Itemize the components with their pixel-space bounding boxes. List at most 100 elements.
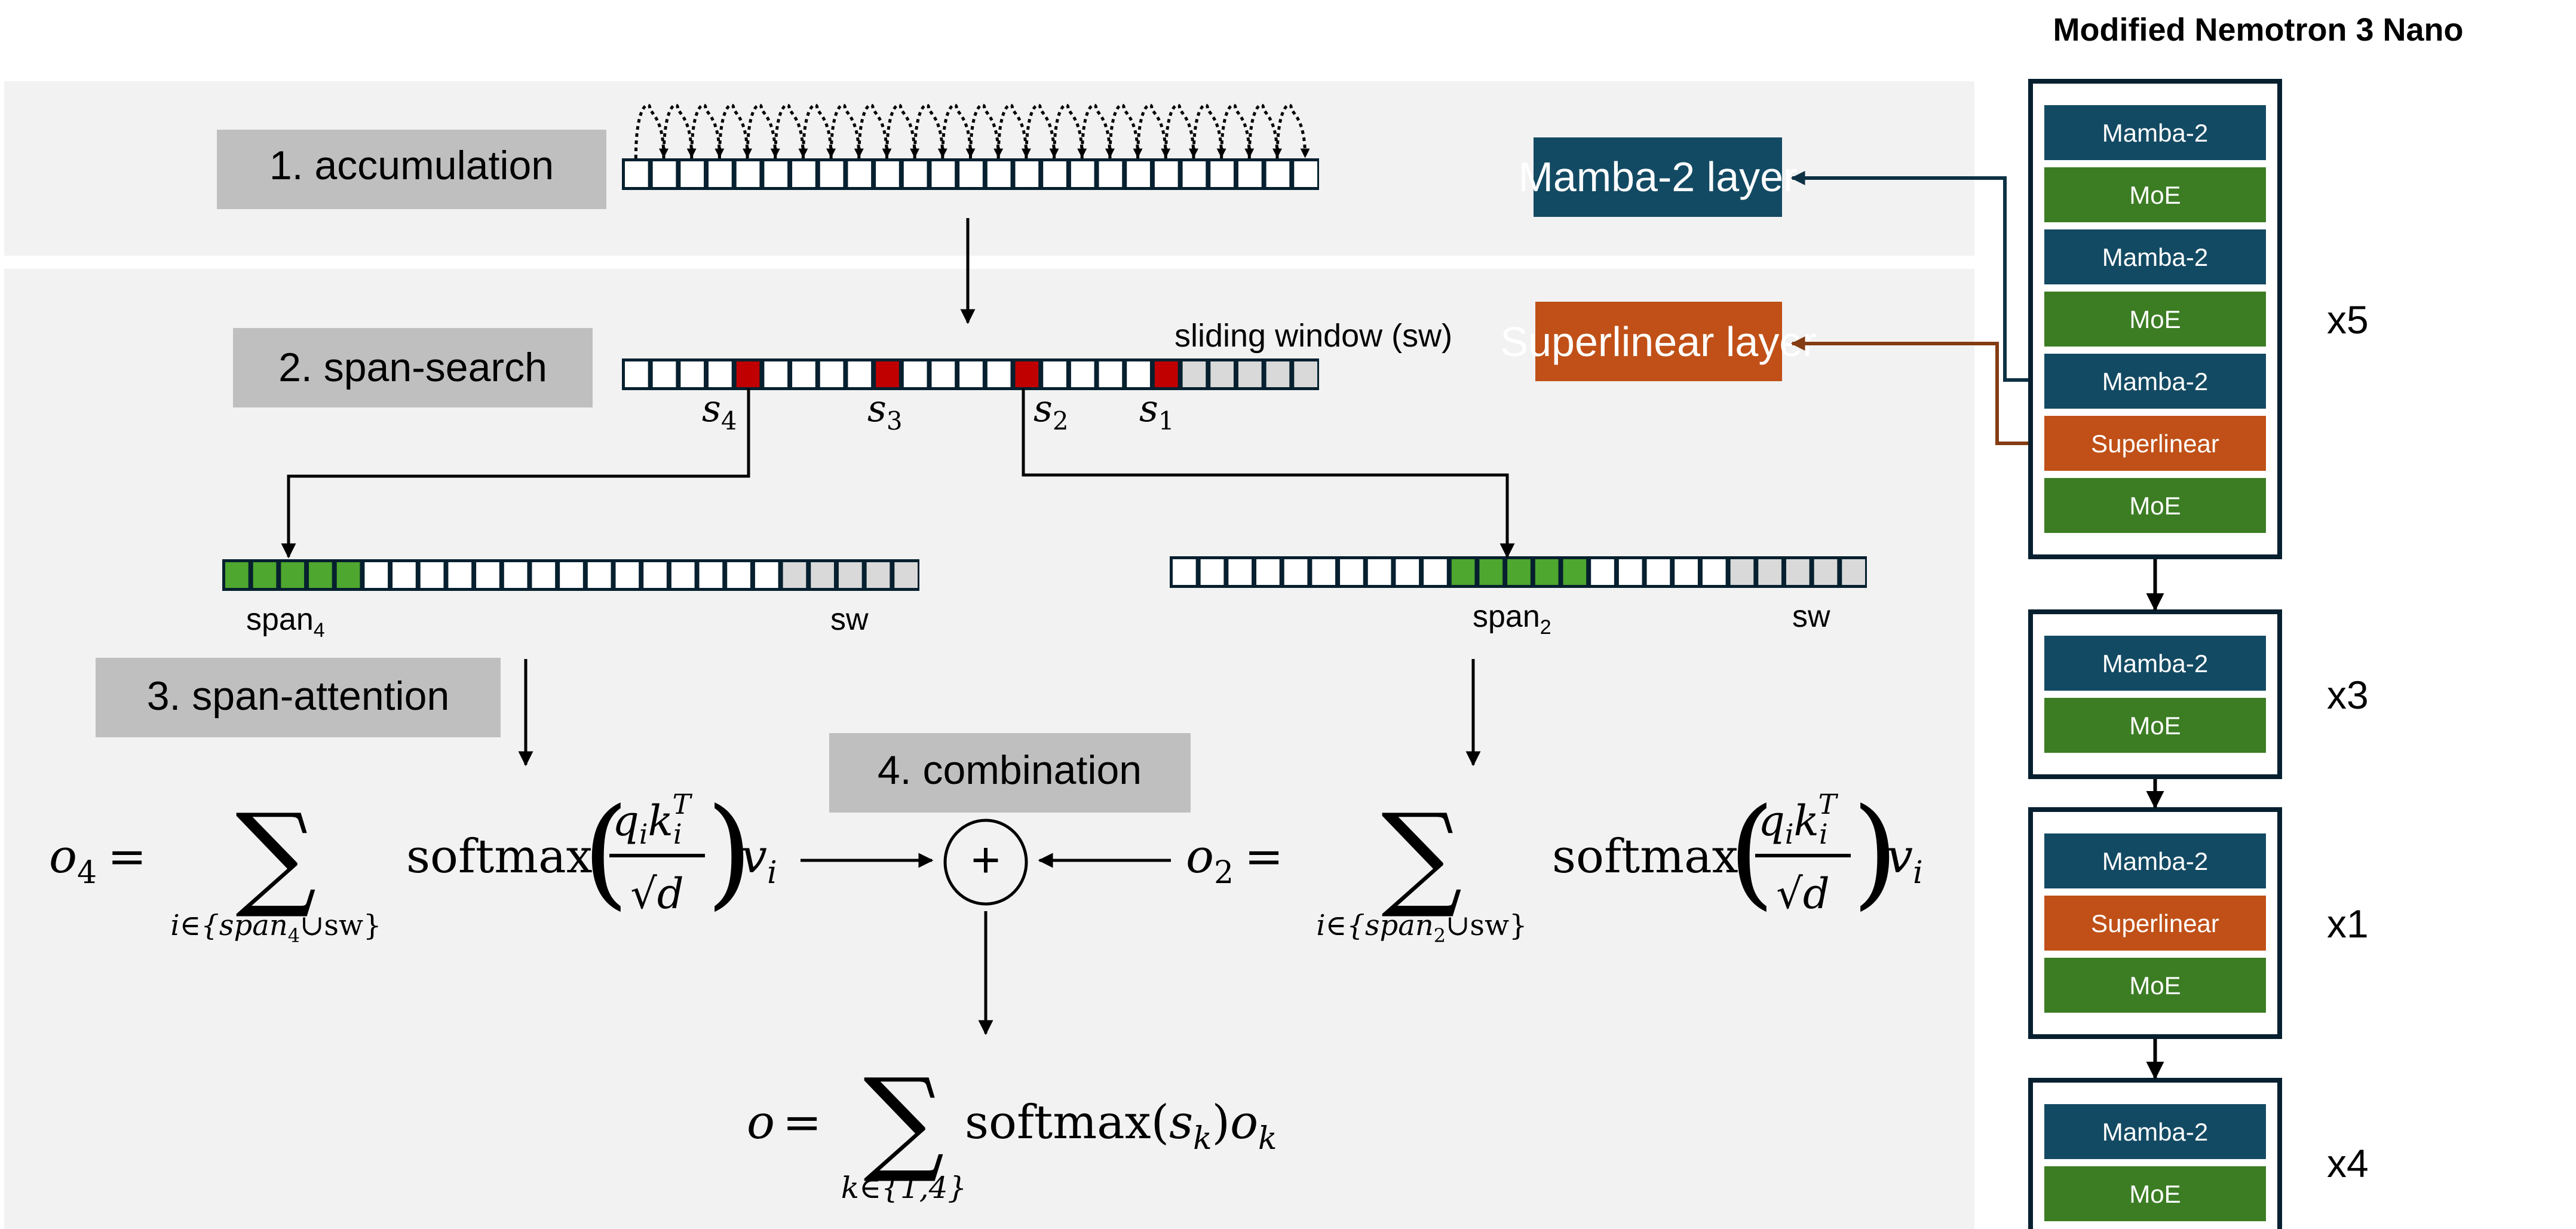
span-search-cell — [709, 361, 732, 387]
architecture-block: Mamba-2MoEMamba-2MoEMamba-2SuperlinearMo… — [2028, 79, 2369, 559]
layer-box — [2044, 958, 2266, 1013]
span2-span-label: span2 — [1473, 599, 1551, 639]
layer-mamba-2: Mamba-2 — [2044, 105, 2266, 160]
accumulation-cell — [876, 161, 899, 187]
layer-box — [2044, 833, 2266, 888]
span2-cell — [1618, 559, 1642, 585]
span2-cell — [1535, 559, 1559, 585]
final-sum-index: k∈{1,4} — [841, 1170, 967, 1205]
span4-cell — [560, 562, 583, 588]
span2-cell — [1312, 559, 1336, 585]
step-span-search: 2. span-search — [233, 328, 593, 407]
span-search-cell — [736, 361, 760, 387]
span2-cell — [1786, 559, 1810, 585]
layer-mamba-2: Mamba-2 — [2044, 636, 2266, 691]
span-search-cell — [625, 361, 648, 387]
span4-cell — [755, 562, 778, 588]
recurrent-arrow — [690, 103, 725, 159]
layer-mamba-2: Mamba-2 — [2044, 1104, 2266, 1159]
span4-cell — [532, 562, 556, 588]
o4-value: vi — [741, 830, 777, 891]
recurrent-arrow — [717, 103, 753, 159]
span-search-cell — [987, 361, 1011, 387]
score-label-s1: s1 — [1139, 387, 1174, 436]
layer-label: Mamba-2 — [2102, 119, 2208, 147]
recurrent-arrow — [1136, 103, 1171, 159]
connector-superlinear — [1790, 336, 2055, 445]
step-span-search-bg — [233, 328, 593, 407]
accumulation-cell — [1182, 161, 1206, 187]
span2-cell — [1702, 559, 1726, 585]
recurrent-arrow — [1164, 103, 1198, 159]
span2-cell — [1842, 559, 1865, 585]
recurrent-arrow — [829, 103, 864, 159]
o2-value: vi — [1887, 830, 1923, 891]
layer-mamba-2: Mamba-2 — [2044, 833, 2266, 888]
span-search-cell — [792, 361, 815, 387]
final-lhs: o — [747, 1096, 775, 1150]
span4-cell — [225, 562, 249, 588]
layer-box — [2044, 292, 2266, 347]
o4-numerator: qikiT — [612, 788, 693, 850]
layer-box — [2044, 896, 2266, 951]
final-sum-symbol: ∑ — [863, 1054, 944, 1186]
step-accumulation: 1. accumulation — [217, 130, 606, 209]
recurrent-arrow — [996, 103, 1031, 159]
o4-equals: = — [108, 830, 146, 884]
span-search-cell — [1238, 361, 1262, 387]
span4-cell — [699, 562, 723, 588]
recurrent-arrow — [1108, 103, 1143, 159]
legend-mamba-layer: Mamba-2 layer — [1519, 137, 1797, 217]
step-accumulation-bg — [217, 130, 606, 209]
span4-cell — [866, 562, 890, 588]
o2-paren-close: ) — [1852, 783, 1899, 922]
span-search-cell — [903, 361, 927, 387]
span4-cell — [811, 562, 834, 588]
accumulation-cell — [1238, 161, 1262, 187]
span2-cell — [1451, 559, 1475, 585]
recurrent-arrow — [941, 103, 976, 159]
equation-o2: o2 = ∑ i∈{span2∪sw} softmax ( qikiT √d )… — [1186, 783, 1923, 947]
span2-cell — [1758, 559, 1781, 585]
step-combination-bg — [829, 733, 1191, 813]
span-search-cell — [1182, 361, 1206, 387]
recurrent-arrow — [969, 103, 1004, 159]
span-search-cell — [1266, 361, 1290, 387]
span4-cell — [894, 562, 918, 588]
span2-cell — [1730, 559, 1754, 585]
layer-moe: MoE — [2044, 698, 2266, 753]
span2-cell — [1814, 559, 1838, 585]
layer-moe: MoE — [2044, 958, 2266, 1013]
accumulation-cell — [1015, 161, 1039, 187]
o4-sum-index: i∈{span4∪sw} — [170, 909, 381, 947]
span-search-sequence — [622, 358, 1319, 390]
span4-cell — [309, 562, 332, 588]
span4-cell — [420, 562, 444, 588]
o2-softmax: softmax — [1552, 830, 1738, 884]
accumulation-cell — [1043, 161, 1066, 187]
span2-cell — [1563, 559, 1587, 585]
accumulation-cell — [680, 161, 704, 187]
layer-box — [2044, 698, 2266, 753]
layer-label: Superlinear — [2091, 430, 2219, 458]
layer-label: Mamba-2 — [2102, 367, 2208, 396]
step-span-attention-label: 3. span-attention — [147, 673, 450, 719]
layer-moe: MoE — [2044, 292, 2266, 347]
step-combination-label: 4. combination — [878, 747, 1142, 793]
o4-paren-close: ) — [706, 783, 753, 922]
accumulation-sequence — [622, 158, 1319, 190]
block-repeat-count: x1 — [2327, 902, 2369, 946]
accumulation-cell — [1266, 161, 1290, 187]
layer-label: Mamba-2 — [2102, 243, 2208, 271]
span-search-cell — [1043, 361, 1066, 387]
span2-cell — [1228, 559, 1252, 585]
layer-label: MoE — [2129, 712, 2181, 740]
accumulation-recurrent-arrows — [634, 103, 1310, 159]
layer-moe: MoE — [2044, 478, 2266, 533]
step-combination: 4. combination — [829, 733, 1191, 813]
span2-cell — [1367, 559, 1391, 585]
